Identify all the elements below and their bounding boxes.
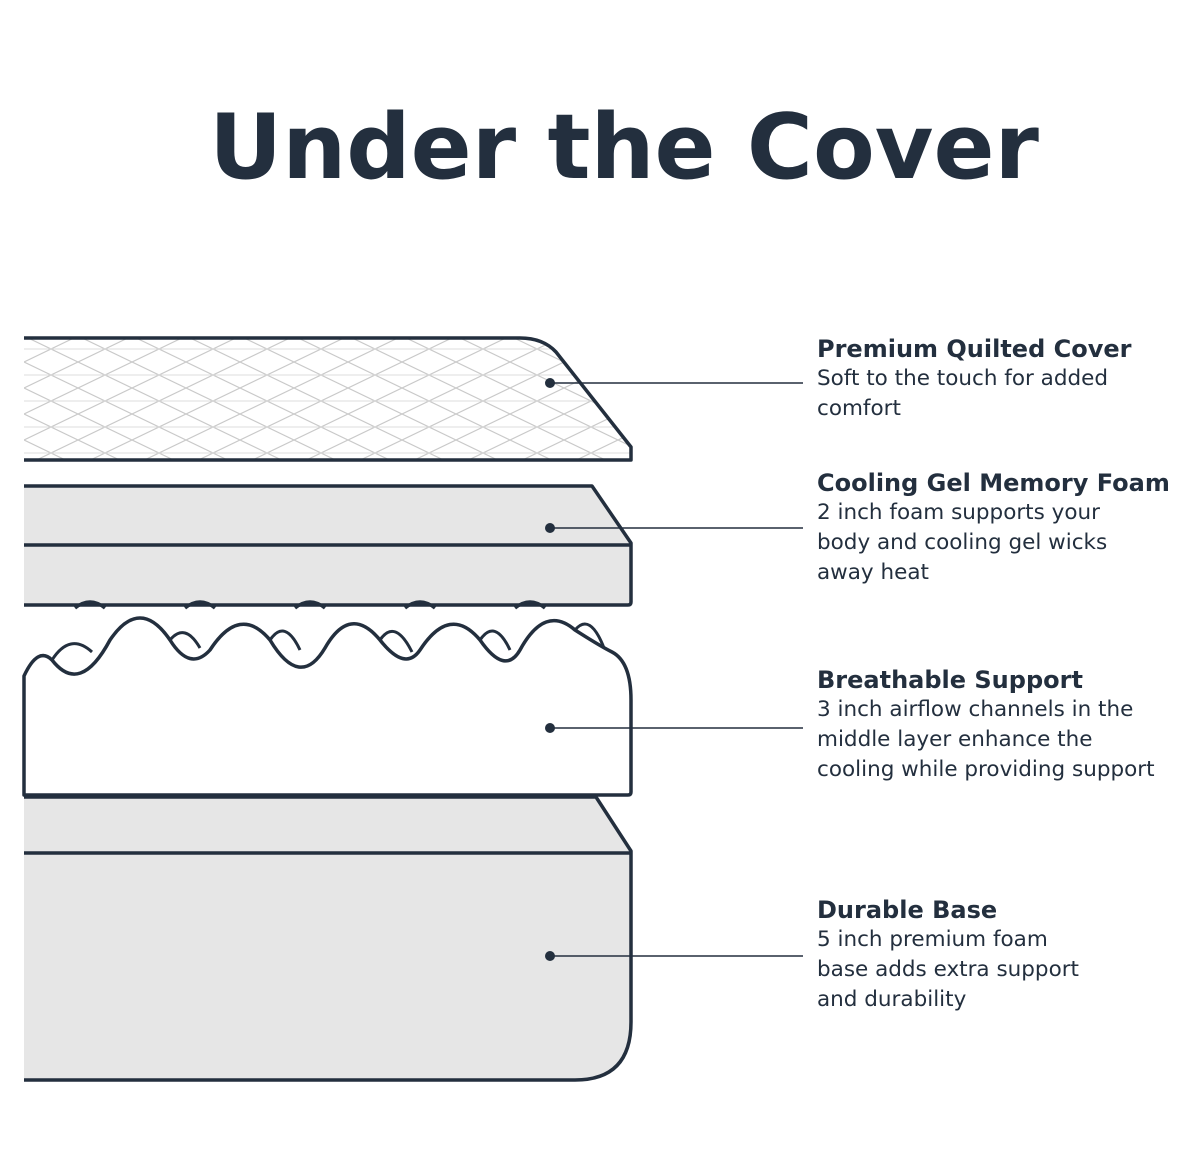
callout-description: 2 inch foam supports your body and cooli… <box>817 500 1108 585</box>
support-body <box>22 616 633 797</box>
callout-description: 3 inch airflow channels in the middle la… <box>817 697 1155 782</box>
base-outline <box>24 795 633 1082</box>
support-back-waves <box>73 600 547 610</box>
callout-dot-cover <box>545 378 555 388</box>
callout-leaders <box>545 378 803 961</box>
callout-title: Premium Quilted Cover <box>817 335 1132 363</box>
cover-outline <box>24 336 633 462</box>
callout-label-support: Breathable Support 3 inch airflow channe… <box>817 665 1177 785</box>
page-title: Under the Cover <box>209 95 1039 200</box>
callout-label-base: Durable Base 5 inch premium foam base ad… <box>817 895 1177 1015</box>
callout-title: Cooling Gel Memory Foam <box>817 469 1170 497</box>
layer-quilted-cover <box>24 336 633 462</box>
layer-durable-base <box>24 795 633 1082</box>
callout-dot-support <box>545 723 555 733</box>
callout-title: Durable Base <box>817 896 998 924</box>
callout-description: 5 inch premium foam base adds extra supp… <box>817 927 1079 1012</box>
layer-memory-foam <box>24 484 633 607</box>
cover-top-face <box>24 338 631 460</box>
callout-label-cover: Premium Quilted Cover Soft to the touch … <box>817 334 1177 424</box>
callout-title: Breathable Support <box>817 666 1083 694</box>
support-ridge-lines <box>50 622 606 661</box>
memory-foam-outline <box>24 484 633 607</box>
callout-dot-memory-foam <box>545 523 555 533</box>
callout-dot-base <box>545 951 555 961</box>
callout-description: Soft to the touch for added comfort <box>817 366 1109 421</box>
base-body <box>24 797 631 1080</box>
callout-label-memory-foam: Cooling Gel Memory Foam 2 inch foam supp… <box>817 468 1177 588</box>
layer-breathable-support <box>22 600 633 797</box>
